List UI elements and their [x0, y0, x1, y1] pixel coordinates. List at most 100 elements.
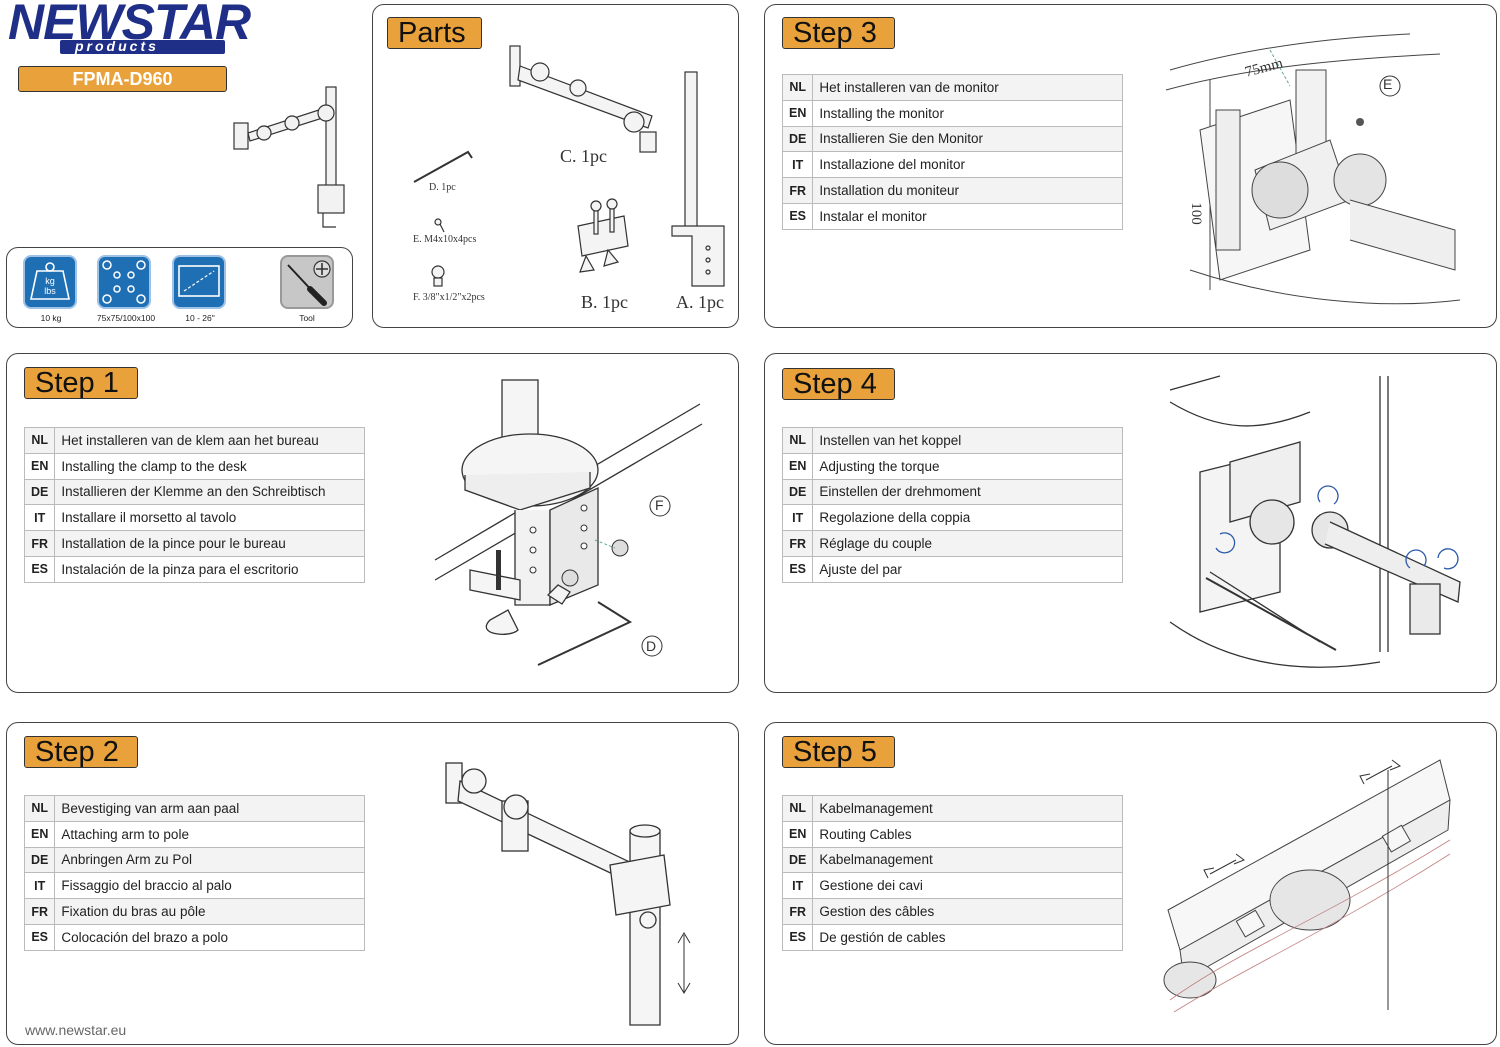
lang-code: IT: [781, 504, 814, 532]
step-text: Anbringen Arm zu Pol: [54, 846, 365, 874]
step-text: Instalación de la pinza para el escritor…: [54, 555, 365, 583]
step-text: Fissaggio del braccio al palo: [54, 872, 365, 900]
step-text: Het installeren van de monitor: [812, 74, 1123, 101]
screen-size-caption: 10 - 26": [185, 313, 215, 323]
step-text: Instellen van het koppel: [812, 427, 1123, 454]
step1-title: Step 1: [24, 367, 138, 399]
lang-code: EN: [781, 452, 814, 480]
lang-code: DE: [23, 478, 56, 506]
lang-code: NL: [23, 427, 56, 454]
step-text: Colocación del brazo a polo: [54, 923, 365, 951]
lang-code: DE: [23, 846, 56, 874]
step-text: Regolazione della coppia: [812, 504, 1123, 532]
step-text: Adjusting the torque: [812, 452, 1123, 480]
step-text: De gestión de cables: [812, 923, 1123, 951]
lang-code: ES: [781, 202, 814, 230]
lang-code: NL: [781, 795, 814, 822]
step4-title: Step 4: [782, 368, 895, 400]
lang-code: IT: [781, 872, 814, 900]
weight-icon: kg lbs: [23, 255, 77, 309]
step5-title: Step 5: [782, 736, 895, 768]
step-text: Installing the clamp to the desk: [54, 452, 365, 480]
model-label: FPMA-D960: [18, 66, 227, 92]
lang-code: FR: [23, 898, 56, 925]
weight-caption: 10 kg: [40, 313, 62, 323]
callout-f: F: [655, 497, 664, 513]
step-text: Fixation du bras au pôle: [54, 898, 365, 925]
step-text: Installieren der Klemme an den Schreibti…: [54, 478, 365, 506]
step-text: Attaching arm to pole: [54, 820, 365, 848]
part-e-label: E. M4x10x4pcs: [413, 234, 477, 245]
tool-icon: [280, 255, 334, 309]
vesa-caption: 75x75/100x100: [96, 313, 156, 323]
part-c-label: C. 1pc: [560, 146, 607, 166]
model-text: FPMA-D960: [72, 69, 173, 89]
step2-title: Step 2: [24, 736, 138, 768]
step-text: Installazione del monitor: [812, 151, 1123, 179]
lang-code: FR: [23, 530, 56, 557]
step-text: Kabelmanagement: [812, 846, 1123, 874]
step-text: Installing the monitor: [812, 99, 1123, 127]
step1-illustration: [434, 379, 703, 666]
step-text: Routing Cables: [812, 820, 1123, 848]
step-text: Installieren Sie den Monitor: [812, 125, 1123, 153]
step3-title: Step 3: [782, 17, 895, 49]
lang-code: ES: [781, 923, 814, 951]
step-text: Kabelmanagement: [812, 795, 1123, 822]
lang-code: EN: [23, 452, 56, 480]
screen-size-icon: [172, 255, 226, 309]
step-text: Gestione dei cavi: [812, 872, 1123, 900]
step2-illustration: [445, 762, 691, 1026]
lang-code: ES: [781, 555, 814, 583]
lang-code: NL: [781, 427, 814, 454]
part-a-label: A. 1pc: [676, 292, 724, 312]
brand-sub: products: [75, 38, 159, 54]
lang-code: EN: [23, 820, 56, 848]
step5-illustration: [1163, 759, 1451, 1013]
part-d-label: D. 1pc: [429, 182, 456, 193]
step-text: Ajuste del par: [812, 555, 1123, 583]
step-text: Het installeren van de klem aan het bure…: [54, 427, 365, 454]
callout-d: D: [646, 638, 657, 654]
lang-code: DE: [781, 846, 814, 874]
lang-code: EN: [781, 99, 814, 127]
step-text: Installation de la pince pour le bureau: [54, 530, 365, 557]
lang-code: IT: [23, 872, 56, 900]
step-text: Instalar el monitor: [812, 202, 1123, 230]
step3-illustration: [1165, 33, 1461, 305]
lang-code: NL: [781, 74, 814, 101]
product-thumbnail: [233, 86, 345, 228]
step-text: Bevestiging van arm aan paal: [54, 795, 365, 822]
parts-illustration: [413, 45, 725, 287]
lang-code: NL: [23, 795, 56, 822]
website-footer: www.newstar.eu: [25, 1022, 127, 1038]
lang-code: EN: [781, 820, 814, 848]
dim-100: 100: [1187, 202, 1204, 225]
svg-text:kg: kg: [45, 276, 55, 286]
lang-code: FR: [781, 530, 814, 557]
